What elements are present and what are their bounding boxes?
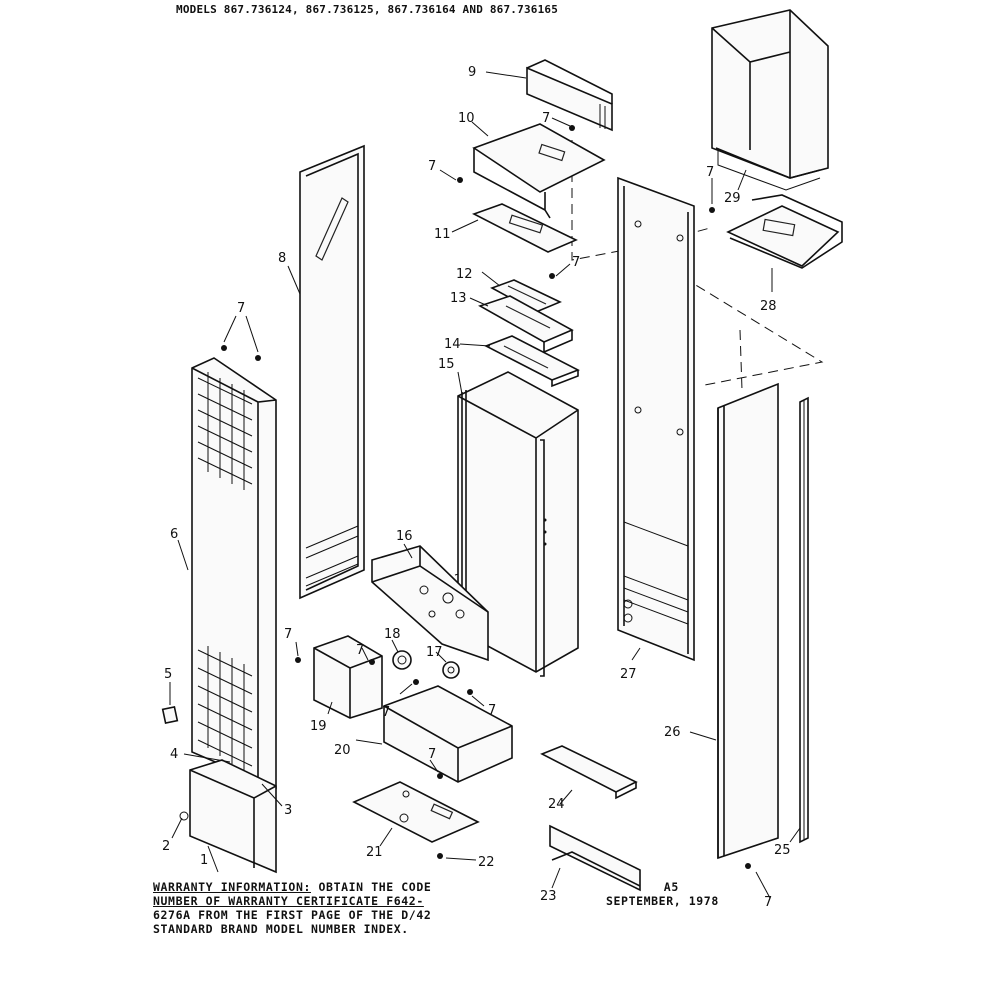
callout-7-g: 7 <box>382 705 390 720</box>
callout-10: 10 <box>458 111 475 126</box>
part-1-lower-cover <box>189 759 277 874</box>
revision-date: SEPTEMBER, 1978 <box>606 894 719 908</box>
part-9-top-strip <box>526 59 613 132</box>
callout-22: 22 <box>478 855 495 870</box>
part-10-top-plate <box>472 123 606 219</box>
callout-9: 9 <box>468 65 476 80</box>
part-21-base-plate <box>352 781 480 843</box>
warranty-information: WARRANTY INFORMATION: OBTAIN THE CODE NU… <box>153 880 431 936</box>
part-20-lower-tray <box>383 685 513 783</box>
callout-7-h: 7 <box>488 703 496 718</box>
warranty-line-1-rest: OBTAIN THE CODE <box>311 880 432 894</box>
part-15-chamber <box>457 371 579 677</box>
callout-7-d: 7 <box>572 255 580 270</box>
callout-28: 28 <box>760 299 777 314</box>
part-16-control-bracket <box>371 545 489 662</box>
warranty-line-1: WARRANTY INFORMATION: OBTAIN THE CODE <box>153 880 431 894</box>
part-25-side-strip <box>799 396 809 844</box>
upper-louver-grid <box>197 372 253 490</box>
callout-4: 4 <box>170 747 178 762</box>
callout-2: 2 <box>162 839 170 854</box>
part-19-burner-box <box>313 635 383 719</box>
warranty-heading: WARRANTY INFORMATION: <box>153 880 311 894</box>
leader-lines <box>169 71 801 899</box>
part-8-inner-panel <box>299 144 365 600</box>
part-13-plate <box>478 295 574 354</box>
callout-13: 13 <box>450 291 467 306</box>
callout-7-a: 7 <box>237 301 245 316</box>
lower-louver-grid <box>197 646 253 772</box>
callout-25: 25 <box>774 843 791 858</box>
part-6-front-panel <box>191 357 277 794</box>
warranty-line-3: 6276A FROM THE FIRST PAGE OF THE D/42 <box>153 908 432 922</box>
callout-16: 16 <box>396 529 413 544</box>
callout-14: 14 <box>444 337 461 352</box>
callout-23: 23 <box>540 889 557 904</box>
callout-17: 17 <box>426 645 443 660</box>
part-28-bracket <box>726 194 843 269</box>
callout-5: 5 <box>164 667 172 682</box>
part-27-rear-panel <box>617 176 695 662</box>
part-29-vent-box <box>711 9 829 191</box>
callout-20: 20 <box>334 743 351 758</box>
callout-27: 27 <box>620 667 637 682</box>
callout-7-e: 7 <box>284 627 292 642</box>
callout-24: 24 <box>548 797 565 812</box>
callout-6: 6 <box>170 527 178 542</box>
part-11-plate <box>471 203 578 253</box>
callout-21: 21 <box>366 845 383 860</box>
callout-7-j: 7 <box>764 895 772 910</box>
callout-8: 8 <box>278 251 286 266</box>
callout-1: 1 <box>200 853 208 868</box>
part-26-side-panel <box>717 382 779 860</box>
part-14-plate <box>484 335 580 388</box>
warranty-line-2: NUMBER OF WARRANTY CERTIFICATE F642- <box>153 894 424 908</box>
callout-26: 26 <box>664 725 681 740</box>
callout-7-i: 7 <box>428 747 436 762</box>
callout-18: 18 <box>384 627 401 642</box>
part-24-rail <box>540 745 638 800</box>
warranty-line-4: STANDARD BRAND MODEL NUMBER INDEX. <box>153 922 409 936</box>
callout-3: 3 <box>284 803 292 818</box>
part-17-valve <box>442 661 460 679</box>
part-23-rail <box>549 824 641 892</box>
models-header: MODELS 867.736124, 867.736125, 867.73616… <box>176 3 559 16</box>
part-18-valve <box>392 650 412 670</box>
callout-11: 11 <box>434 227 451 242</box>
callout-7-b: 7 <box>542 111 550 126</box>
callout-7-k: 7 <box>706 165 714 180</box>
callout-29: 29 <box>724 191 741 206</box>
revision-stamp: A5 SEPTEMBER, 1978 <box>606 880 719 908</box>
callout-12: 12 <box>456 267 473 282</box>
callout-numbers: 1 2 3 4 5 6 7 8 9 10 7 7 11 12 7 13 14 1… <box>162 65 791 910</box>
revision-code: A5 <box>663 880 679 894</box>
screws <box>179 125 751 869</box>
callout-19: 19 <box>310 719 327 734</box>
part-5-knob <box>161 705 179 725</box>
callout-15: 15 <box>438 357 455 372</box>
callout-7-f: 7 <box>356 643 364 658</box>
callout-7-c: 7 <box>428 159 436 174</box>
